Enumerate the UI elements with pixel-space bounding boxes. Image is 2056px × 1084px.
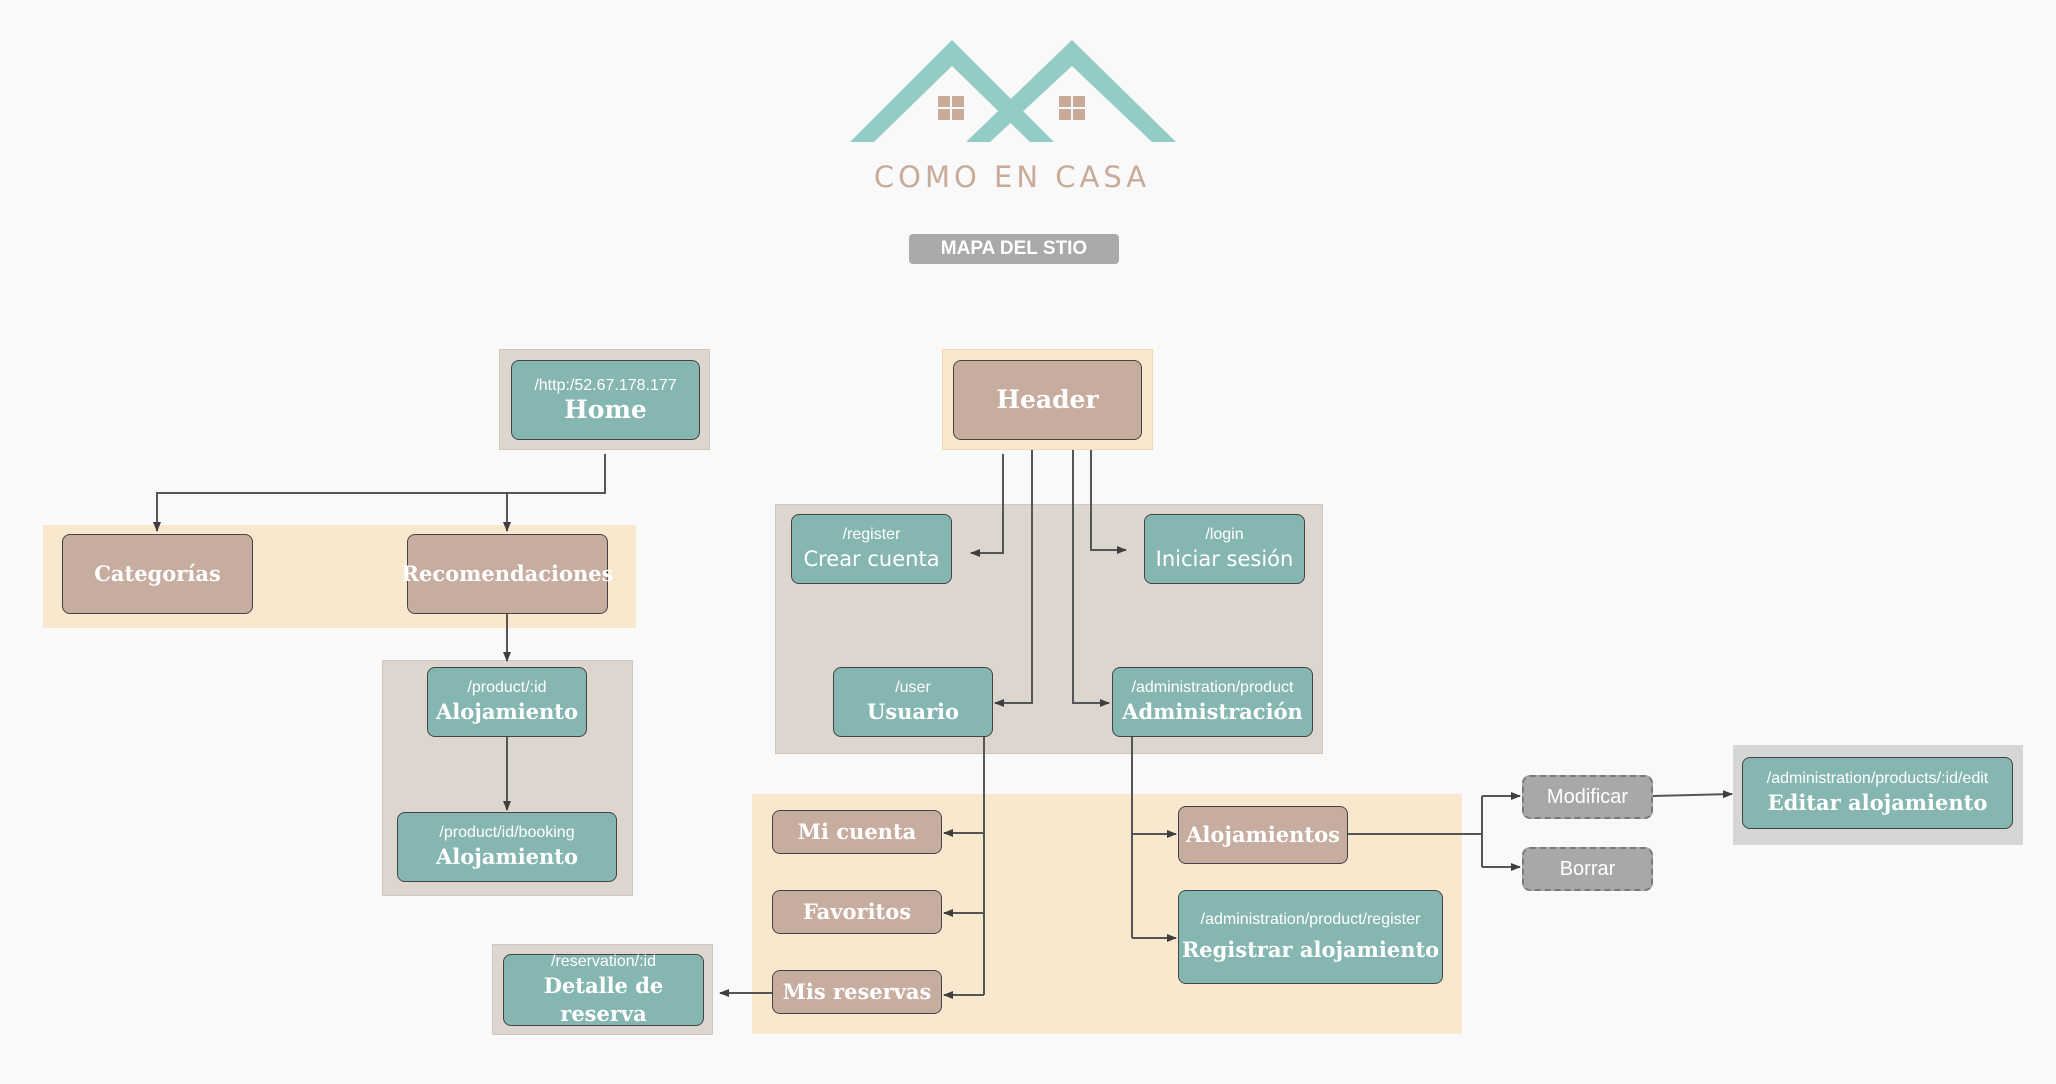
editar-alojamiento-route: /administration/products/:id/edit: [1766, 770, 1989, 787]
crear-cuenta-route: /register: [842, 526, 901, 543]
alojamiento-product-node[interactable]: /product/:id Alojamiento: [427, 667, 587, 737]
mi-cuenta-node[interactable]: Mi cuenta: [772, 810, 942, 854]
registrar-alojamiento-route: /administration/product/register: [1200, 911, 1421, 928]
administracion-route: /administration/product: [1131, 679, 1294, 696]
crear-cuenta-label: Crear cuenta: [803, 547, 940, 571]
brand-name: COMO EN CASA: [873, 160, 1151, 194]
alojamiento-booking-node[interactable]: /product/id/booking Alojamiento: [397, 812, 617, 882]
home-label: Home: [564, 395, 647, 424]
two-houses-roof-icon: [850, 40, 1176, 142]
registrar-alojamiento-label: Registrar alojamiento: [1181, 937, 1440, 962]
iniciar-sesion-route: /login: [1205, 526, 1244, 543]
usuario-route: /user: [895, 679, 931, 696]
alojamiento-product-route: /product/:id: [467, 679, 547, 696]
iniciar-sesion-node[interactable]: /login Iniciar sesión: [1144, 514, 1305, 584]
alojamiento-booking-route: /product/id/booking: [439, 824, 575, 841]
modificar-label: Modificar: [1546, 786, 1629, 808]
registrar-alojamiento-node[interactable]: /administration/product/register Registr…: [1178, 890, 1443, 984]
borrar-node[interactable]: Borrar: [1522, 847, 1653, 891]
categorias-node[interactable]: Categorías: [62, 534, 253, 614]
detalle-reserva-node[interactable]: /reservation/:id Detalle de reserva: [503, 953, 704, 1026]
usuario-node[interactable]: /user Usuario: [833, 667, 993, 737]
iniciar-sesion-label: Iniciar sesión: [1155, 547, 1294, 571]
favoritos-label: Favoritos: [802, 899, 912, 924]
mi-cuenta-label: Mi cuenta: [797, 819, 917, 844]
logo: [840, 30, 1180, 150]
alojamiento-booking-label: Alojamiento: [435, 844, 579, 869]
recomendaciones-node[interactable]: Recomendaciones: [402, 534, 613, 614]
alojamientos-label: Alojamientos: [1186, 822, 1340, 847]
borrar-label: Borrar: [1559, 858, 1616, 880]
crear-cuenta-node[interactable]: /register Crear cuenta: [791, 514, 952, 584]
alojamiento-product-label: Alojamiento: [435, 699, 579, 724]
editar-alojamiento-node[interactable]: /administration/products/:id/edit Editar…: [1742, 757, 2013, 829]
detalle-reserva-route: /reservation/:id: [551, 953, 656, 970]
header-label: Header: [996, 385, 1099, 414]
detalle-reserva-label: Detalle de reserva: [543, 973, 664, 1026]
administracion-label: Administración: [1122, 699, 1303, 724]
home-route: /http:/52.67.178.177: [534, 377, 677, 394]
administracion-node[interactable]: /administration/product Administración: [1112, 667, 1313, 737]
categorias-label: Categorías: [94, 561, 221, 586]
editar-alojamiento-label: Editar alojamiento: [1767, 790, 1988, 815]
home-node[interactable]: /http:/52.67.178.177 Home: [511, 360, 700, 440]
page-title: MAPA DEL STIO: [909, 234, 1119, 264]
recomendaciones-label: Recomendaciones: [401, 561, 614, 586]
mis-reservas-node[interactable]: Mis reservas: [772, 970, 942, 1014]
usuario-label: Usuario: [866, 699, 960, 724]
mis-reservas-label: Mis reservas: [782, 979, 932, 1004]
header-node[interactable]: Header: [953, 360, 1142, 440]
modificar-node[interactable]: Modificar: [1522, 775, 1653, 819]
favoritos-node[interactable]: Favoritos: [772, 890, 942, 934]
alojamientos-node[interactable]: Alojamientos: [1178, 806, 1348, 864]
